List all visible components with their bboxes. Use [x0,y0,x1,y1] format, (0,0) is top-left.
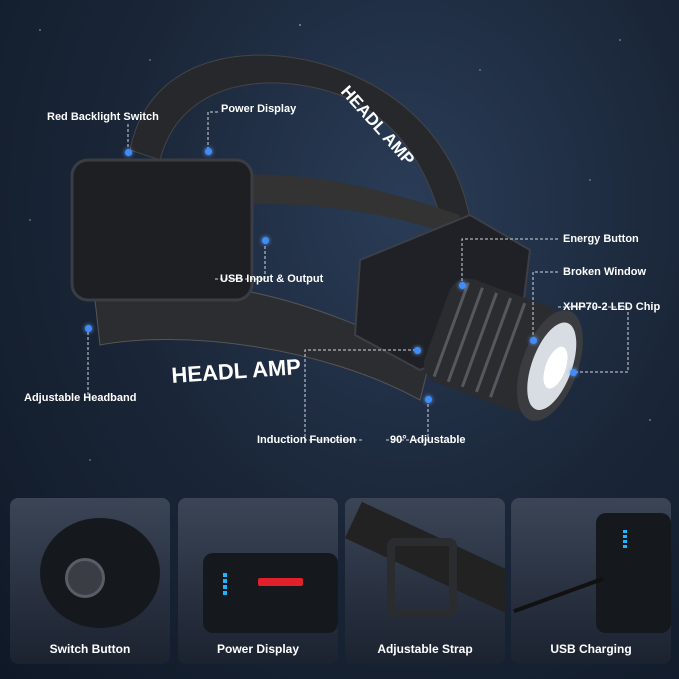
caption-power-display: Power Display [216,642,300,656]
label-power-display: Power Display [221,103,297,115]
strap-text-bottom: HEADL AMP [171,354,302,388]
stars [29,24,651,461]
label-induction-function: Induction Function [257,434,356,446]
label-90-adjustable: 90° Adjustable [390,434,466,446]
panel-power-display: Power Display [178,498,338,664]
zoom-lens-barrel [423,278,583,421]
callout-dot [125,149,132,156]
callout-dot [205,148,212,155]
battery-box [70,158,254,302]
leader-lines [87,111,629,441]
battery-level-indicator [623,530,627,548]
panel-usb-charging: USB Charging [511,498,671,664]
panel-adjustable-strap: Adjustable Strap [345,498,505,664]
label-broken-window: Broken Window [563,266,647,278]
usb-cable [513,576,604,614]
caption-usb-charging: USB Charging [550,642,632,656]
callout-dot [570,369,577,376]
callout-dot [414,347,421,354]
callout-dot [262,237,269,244]
side-strap [230,174,460,235]
label-led-chip: XHP70-2 LED Chip [563,301,661,313]
panel-switch-button: Switch Button [10,498,170,664]
callout-dot [425,396,432,403]
caption-switch-button: Switch Button [49,642,131,656]
power-switch-icon [65,558,105,598]
label-energy-button: Energy Button [563,233,639,245]
battery-box-side [596,513,671,633]
caption-adjustable-strap: Adjustable Strap [377,642,473,656]
callout-dot [85,325,92,332]
battery-level-indicator [223,573,227,595]
label-adjustable-headband: Adjustable Headband [24,392,137,404]
callout-dot [459,282,466,289]
label-red-backlight-switch: Red Backlight Switch [47,111,159,123]
label-usb-input-output: USB Input & Output [220,273,324,285]
callout-dot [530,337,537,344]
strap-buckle [387,538,457,618]
red-light-bar [258,578,303,586]
